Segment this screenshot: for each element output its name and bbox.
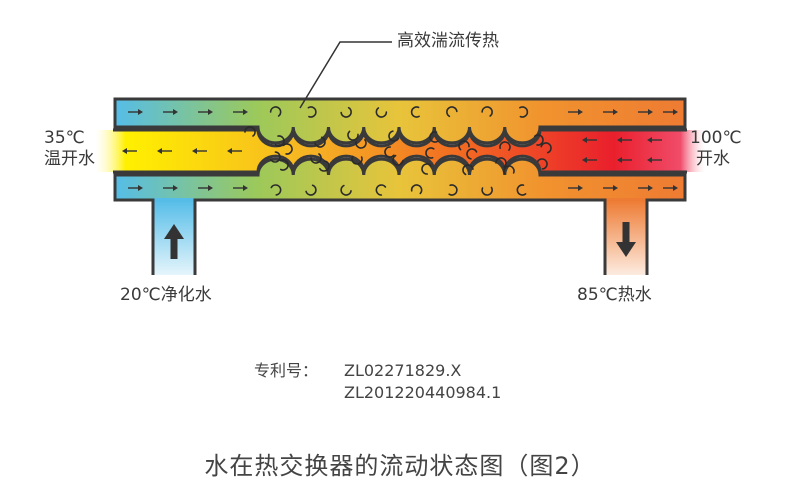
swirl-icon <box>269 151 281 163</box>
patent-number-1: ZL02271829.X <box>344 361 462 380</box>
swirl-icon <box>270 184 282 196</box>
swirl-icon <box>462 164 474 176</box>
swirl-icon <box>410 106 420 118</box>
swirl-icon <box>347 130 359 141</box>
swirl-icon <box>495 157 507 168</box>
arrow-icon <box>582 157 597 163</box>
arrow-icon <box>663 185 678 191</box>
swirl-icon <box>392 154 404 166</box>
swirl-icon <box>503 165 515 175</box>
swirl-icon <box>274 135 285 147</box>
arrow-icon <box>163 109 178 115</box>
swirl-icon <box>351 155 363 165</box>
swirl-icon <box>305 184 317 196</box>
right-name: 开水 <box>696 149 730 169</box>
arrow-icon <box>192 148 207 154</box>
swirl-icon <box>425 147 435 159</box>
swirl-icon <box>282 143 293 155</box>
swirl-icon <box>314 136 326 148</box>
swirl-icon <box>410 184 423 195</box>
arrow-down-icon <box>616 222 636 257</box>
swirl-icon <box>388 130 400 142</box>
arrow-icon <box>198 185 213 191</box>
callout-label: 高效湍流传热 <box>397 31 499 51</box>
inner-pipe-bottom-wall <box>113 154 687 174</box>
inlet-label: 20℃净化水 <box>120 285 212 305</box>
figure-caption: 水在热交换器的流动状态图（图2） <box>204 452 596 480</box>
swirl-icon <box>319 160 330 172</box>
swirl-icon <box>355 139 367 149</box>
arrow-icon <box>568 185 583 191</box>
swirl-icon <box>340 184 352 196</box>
arrow-icon <box>603 185 618 191</box>
swirl-icon <box>421 163 432 175</box>
swirl-icon <box>446 106 458 118</box>
arrow-icon <box>617 137 632 143</box>
arrow-icon <box>128 185 143 191</box>
inlet-pipe <box>151 200 197 275</box>
swirl-icon <box>516 184 527 196</box>
swirl-icon <box>307 106 317 118</box>
arrow-icon <box>227 148 242 154</box>
patent-label: 专利号： <box>254 361 319 380</box>
swirl-icon <box>279 159 289 171</box>
arrow-icon <box>603 109 618 115</box>
swirl-icon <box>481 186 493 196</box>
turbulence-swirls <box>244 106 552 196</box>
swirl-icon <box>375 184 387 196</box>
arrow-icon <box>568 109 583 115</box>
inner-pipe <box>95 130 705 172</box>
swirl-icon <box>458 140 470 151</box>
arrow-icon <box>233 185 248 191</box>
arrow-icon <box>122 148 137 154</box>
swirl-icon <box>429 131 439 143</box>
callout-leader-line <box>299 41 392 109</box>
swirl-icon <box>481 106 493 117</box>
right-temp: 100℃ <box>690 128 742 148</box>
arrow-icon <box>647 157 662 163</box>
arrow-icon <box>128 109 143 115</box>
arrow-icon <box>157 148 172 154</box>
swirl-icon <box>375 107 388 118</box>
outer-pipe-top <box>113 97 687 145</box>
swirl-icon <box>269 106 282 117</box>
swirl-icon <box>536 158 548 170</box>
arrow-icon <box>582 137 597 143</box>
left-name: 温开水 <box>44 149 95 169</box>
flow-arrows <box>122 109 678 191</box>
arrow-icon <box>638 185 653 191</box>
inner-pipe-top-wall <box>113 128 687 148</box>
swirl-icon <box>519 106 529 118</box>
swirl-icon <box>499 141 511 151</box>
arrow-icon <box>647 137 662 143</box>
swirl-icon <box>310 153 322 164</box>
arrow-icon <box>663 109 678 115</box>
swirl-icon <box>244 126 256 137</box>
swirl-icon <box>448 184 458 196</box>
patent-number-2: ZL201220440984.1 <box>344 383 502 402</box>
swirl-icon <box>540 142 552 154</box>
arrow-icon <box>617 157 632 163</box>
swirl-icon <box>340 106 352 118</box>
outlet-pipe <box>603 200 649 275</box>
swirl-icon <box>384 146 395 158</box>
left-temp: 35℃ <box>44 128 85 148</box>
arrow-up-icon <box>164 224 184 259</box>
arrow-icon <box>233 109 248 115</box>
arrow-icon <box>638 109 653 115</box>
swirl-icon <box>533 134 544 146</box>
arrow-icon <box>198 109 213 115</box>
outlet-label: 85℃热水 <box>577 285 652 305</box>
swirl-icon <box>466 148 478 160</box>
arrow-icon <box>163 185 178 191</box>
